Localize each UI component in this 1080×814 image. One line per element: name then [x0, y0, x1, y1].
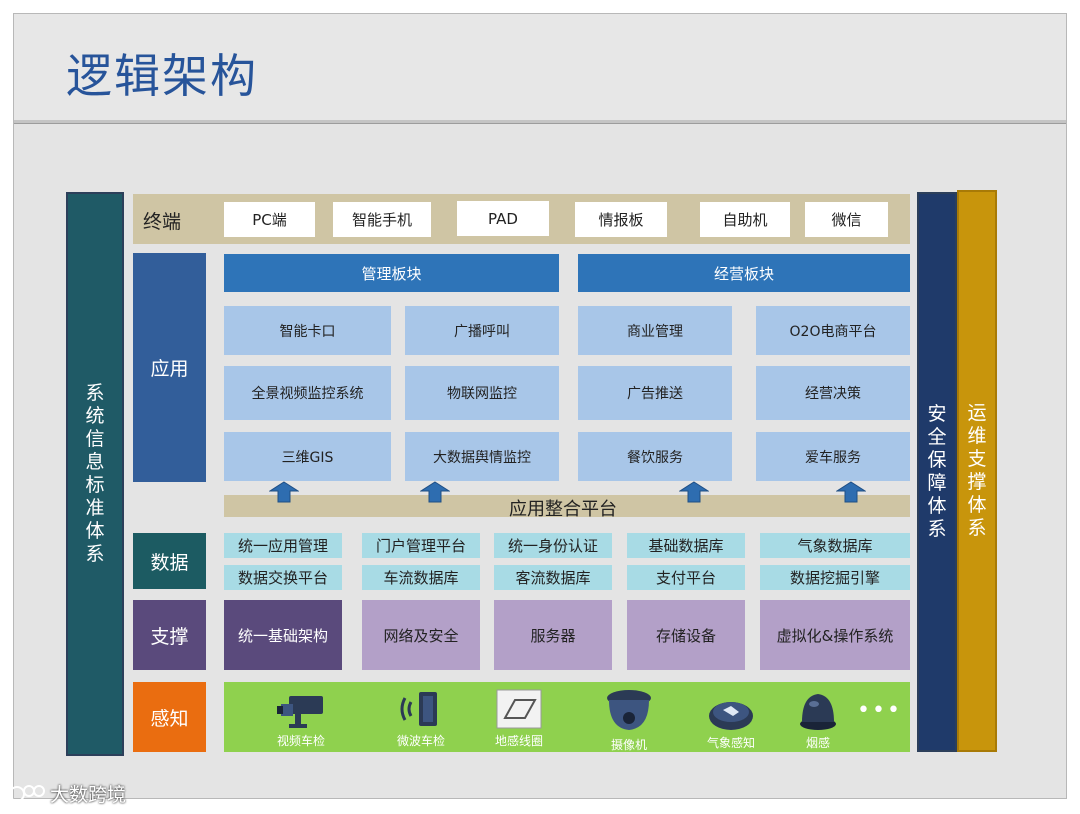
app-broadcast: 广播呼叫 [405, 306, 559, 355]
app-biz-decision: 经营决策 [756, 366, 910, 420]
sensor-smoke: 烟感 [783, 690, 853, 751]
integration-platform [224, 495, 910, 517]
biz-header: 经营板块 [578, 254, 910, 292]
sensor-ground-loop-label: 地感线圈 [494, 734, 543, 748]
app-iot-monitor: 物联网监控 [405, 366, 559, 420]
terminal-info-board: 情报板 [575, 202, 667, 237]
data-base-db: 基础数据库 [627, 533, 745, 558]
sensor-weather: 气象感知 [696, 694, 766, 751]
up-arrow-icon [836, 481, 866, 503]
data-traffic-db: 车流数据库 [362, 565, 480, 590]
application-label: 应用 [133, 253, 206, 482]
app-o2o-platform: O2O电商平台 [756, 306, 910, 355]
terminal-wechat: 微信 [805, 202, 888, 237]
sensor-weather-label: 气象感知 [706, 736, 755, 750]
data-label: 数据 [133, 533, 206, 589]
sensing-label: 感知 [133, 682, 206, 752]
support-virtualization-os: 虚拟化&操作系统 [760, 600, 910, 670]
watermark: 大数跨境 [8, 780, 126, 807]
terminal-label: 终端 [143, 211, 182, 233]
support-servers: 服务器 [494, 600, 612, 670]
dome-camera-icon [607, 690, 651, 730]
sensor-smoke-label: 烟感 [805, 736, 830, 750]
data-unified-auth: 统一身份认证 [494, 533, 612, 558]
data-payment-platform: 支付平台 [627, 565, 745, 590]
support-label: 支撑 [133, 600, 206, 670]
terminal-phone: 智能手机 [333, 202, 431, 237]
camera-icon [277, 696, 323, 728]
app-bigdata-sentiment: 大数据舆情监控 [405, 432, 559, 481]
watermark-logo-icon [9, 784, 45, 802]
sensor-microwave-detection: 微波车检 [386, 688, 456, 749]
sensor-video-detection: 视频车检 [266, 690, 336, 749]
app-smart-checkpoint: 智能卡口 [224, 306, 391, 355]
ops-bar-label: 运维支撑体系 [967, 402, 987, 539]
terminal-pad: PAD [457, 201, 549, 236]
integration-platform-label: 应用整合平台 [509, 499, 617, 520]
app-car-service: 爱车服务 [756, 432, 910, 481]
sensor-microwave-detection-label: 微波车检 [396, 734, 445, 748]
sensor-ground-loop: 地感线圈 [484, 688, 554, 749]
app-catering: 餐饮服务 [578, 432, 732, 481]
title-bar: 逻辑架构 [14, 14, 1066, 120]
sensor-camera-label: 摄像机 [610, 738, 647, 752]
up-arrow-icon [679, 481, 709, 503]
mgmt-header: 管理板块 [224, 254, 559, 292]
support-unified-infra: 统一基础架构 [224, 600, 342, 670]
left-bar-standards: 系统信息标准体系 [66, 192, 124, 756]
support-storage: 存储设备 [627, 600, 745, 670]
up-arrow-icon [269, 481, 299, 503]
ops-bar: 运维支撑体系 [957, 190, 997, 752]
data-passenger-db: 客流数据库 [494, 565, 612, 590]
title-divider [14, 120, 1066, 124]
more-sensors-ellipsis: ••• [857, 698, 902, 723]
up-arrow-icon [420, 481, 450, 503]
support-network-security: 网络及安全 [362, 600, 480, 670]
microwave-detector-icon [400, 692, 437, 726]
data-mining-engine: 数据挖掘引擎 [760, 565, 910, 590]
sensor-camera: 摄像机 [594, 688, 664, 753]
sensing-band [224, 682, 910, 752]
app-panoramic-video: 全景视频监控系统 [224, 366, 391, 420]
watermark-text: 大数跨境 [50, 784, 127, 806]
app-ad-push: 广告推送 [578, 366, 732, 420]
terminal-kiosk: 自助机 [700, 202, 790, 237]
data-weather-db: 气象数据库 [760, 533, 910, 558]
security-bar-label: 安全保障体系 [927, 403, 947, 540]
data-exchange-platform: 数据交换平台 [224, 565, 342, 590]
left-bar-label: 系统信息标准体系 [85, 382, 105, 565]
page-title: 逻辑架构 [66, 49, 258, 103]
data-portal-mgmt: 门户管理平台 [362, 533, 480, 558]
smoke-detector-icon [800, 694, 836, 730]
app-3d-gis: 三维GIS [224, 432, 391, 481]
app-commerce-mgmt: 商业管理 [578, 306, 732, 355]
sensor-video-detection-label: 视频车检 [276, 734, 325, 748]
data-unified-app-mgmt: 统一应用管理 [224, 533, 342, 558]
security-bar: 安全保障体系 [917, 192, 957, 752]
terminal-pc: PC端 [224, 202, 315, 237]
weather-sensor-icon [709, 702, 753, 730]
ground-loop-icon [496, 689, 542, 729]
